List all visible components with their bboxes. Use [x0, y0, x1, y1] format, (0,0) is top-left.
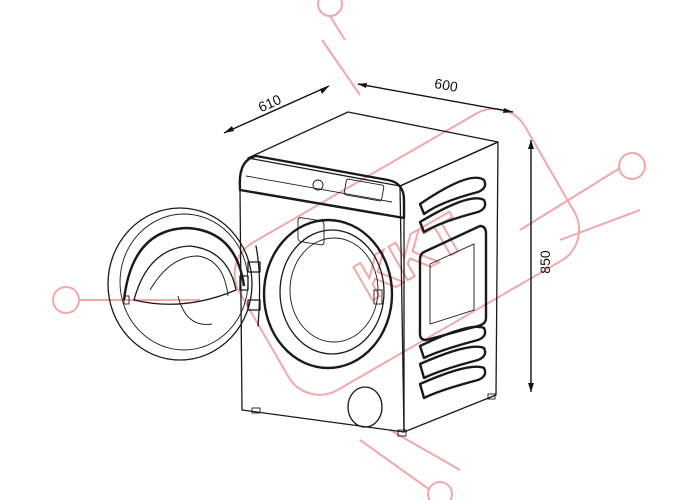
width-arrow-left-icon [358, 83, 367, 88]
height-arrow-bottom-icon [528, 383, 534, 392]
height-arrow-top-icon [528, 140, 534, 149]
depth-dimension: 610 [223, 85, 330, 134]
width-dimension-line [357, 83, 514, 113]
depth-dimension-line [223, 85, 330, 134]
hinge-lower [247, 299, 261, 311]
depth-arrow-right-icon [320, 86, 329, 94]
door-outer [107, 207, 253, 361]
foot-front-right [397, 429, 407, 437]
width-dimension: 600 [357, 75, 514, 113]
width-arrow-right-icon [503, 108, 513, 113]
depth-label: 610 [256, 91, 284, 115]
open-door [107, 207, 253, 361]
width-label: 600 [433, 75, 459, 95]
machine-body [238, 111, 499, 437]
drum-opening [247, 218, 394, 370]
door-rim [119, 213, 249, 351]
door-hinge [239, 275, 249, 291]
knob-icon [312, 179, 324, 191]
foot-front-left [251, 407, 261, 414]
height-label: 850 [537, 250, 553, 274]
foot-back-right [487, 393, 496, 400]
porthole-inner-ring [279, 229, 385, 355]
hinge-upper [247, 261, 261, 273]
depth-arrow-left-icon [224, 126, 234, 133]
height-dimension: 850 [528, 140, 553, 392]
door-latch [373, 289, 383, 305]
control-panel [238, 154, 406, 220]
porthole-outer-ring [262, 218, 394, 370]
display-panel [343, 178, 385, 202]
watermark-badge [233, 107, 581, 396]
side-panel [399, 141, 499, 433]
door-handle-icon [123, 295, 130, 305]
door-glass-rim [122, 226, 246, 301]
filter-hatch [347, 386, 383, 428]
door-glass [133, 245, 237, 301]
side-vents [418, 176, 488, 400]
